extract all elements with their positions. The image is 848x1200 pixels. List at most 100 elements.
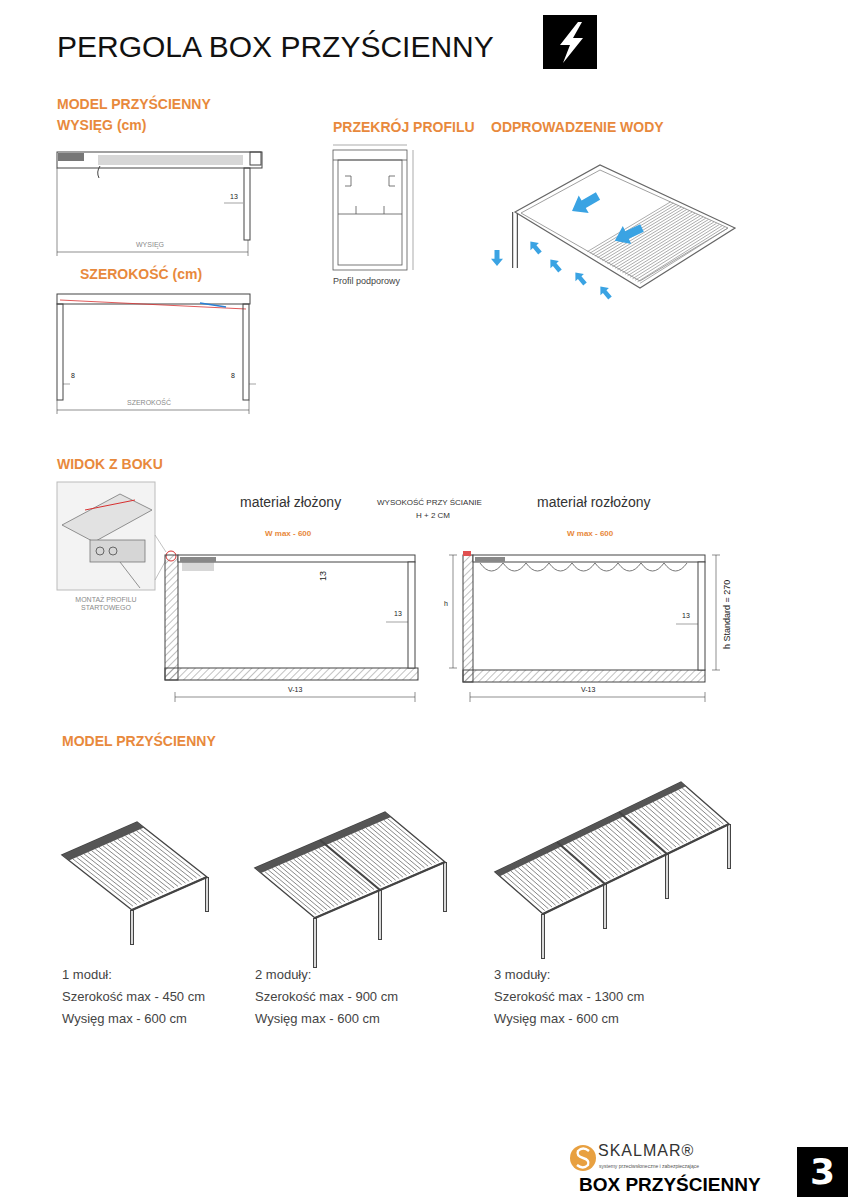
- dimension-label: SZEROKOŚĆ: [126, 399, 172, 407]
- louver: [682, 788, 723, 824]
- louver: [340, 839, 392, 882]
- louver: [88, 852, 148, 899]
- louver: [308, 853, 360, 896]
- louver: [133, 832, 193, 879]
- dimension-label: 13: [393, 610, 403, 618]
- louver: [617, 820, 658, 856]
- spec-text: Wysięg max - 600 cm: [255, 1012, 380, 1027]
- dimension-label: V-13: [287, 686, 303, 694]
- spec-text: Wysięg max - 600 cm: [494, 1012, 619, 1027]
- louver: [565, 844, 606, 880]
- profile-section: [333, 145, 413, 270]
- note-label: WYSOKOŚĆ PRZY ŚCIANIE: [377, 498, 482, 507]
- louver: [635, 226, 722, 280]
- projection-drawing: [57, 152, 262, 256]
- section-heading: PRZEKRÓJ PROFILU: [333, 119, 475, 135]
- module-beam: [320, 840, 380, 890]
- louver: [576, 839, 617, 875]
- louver: [107, 844, 167, 891]
- water-arrow: [546, 256, 564, 275]
- louver: [573, 841, 614, 877]
- dimension-label: 13: [318, 570, 328, 582]
- page-number-box: 3: [797, 1147, 848, 1197]
- post: [666, 855, 668, 898]
- water-arrow: [567, 187, 603, 219]
- lightning-icon: [543, 15, 597, 69]
- louver: [536, 859, 577, 895]
- louver: [333, 842, 385, 885]
- post: [728, 825, 730, 868]
- louver: [635, 811, 676, 847]
- section-heading: MODEL PRZYŚCIENNY: [57, 96, 211, 112]
- dimension-label: h Standard = 270: [722, 579, 732, 650]
- louver: [129, 834, 189, 881]
- louver: [638, 227, 725, 282]
- louver: [598, 829, 639, 865]
- post: [665, 854, 669, 899]
- louver: [668, 795, 709, 831]
- post: [314, 919, 316, 967]
- louver: [633, 225, 720, 279]
- water-arrow: [611, 219, 647, 250]
- spec-text: 3 moduły:: [494, 968, 550, 983]
- louver: [125, 836, 185, 883]
- front-beam: [315, 862, 445, 918]
- post: [444, 863, 446, 911]
- louver: [279, 865, 331, 908]
- louver: [525, 864, 566, 900]
- louver: [362, 829, 414, 872]
- section-heading: SZEROKOŚĆ (cm): [80, 266, 202, 282]
- louver: [366, 828, 418, 871]
- louver: [587, 834, 628, 870]
- louver: [103, 846, 163, 893]
- dimension-label: 8: [230, 372, 236, 380]
- dimension-label: W max - 600: [567, 529, 613, 538]
- drainage-illustration: [491, 165, 735, 302]
- spec-text: Szerokość max - 900 cm: [255, 990, 398, 1005]
- louver: [657, 800, 698, 836]
- louver: [514, 869, 555, 905]
- logo-mark: [570, 1145, 596, 1171]
- post: [313, 918, 317, 968]
- post: [378, 890, 382, 940]
- louver: [679, 790, 720, 826]
- louver: [613, 821, 654, 857]
- water-arrow: [526, 238, 544, 257]
- louver: [355, 833, 407, 876]
- louver: [110, 842, 170, 889]
- front-beam: [543, 824, 729, 914]
- louver: [595, 830, 636, 866]
- louver: [304, 854, 356, 897]
- louver: [627, 814, 668, 850]
- brand-name: SKALMAR®: [598, 1142, 694, 1160]
- louver: [77, 857, 137, 904]
- wall-profile: [495, 782, 686, 876]
- post: [727, 824, 731, 869]
- product-name: BOX PRZYŚCIENNY: [579, 1174, 761, 1196]
- louver: [348, 836, 400, 879]
- louver: [584, 836, 625, 872]
- louver: [671, 793, 712, 829]
- post: [206, 878, 208, 911]
- post: [443, 862, 447, 912]
- section-heading: WYSIĘG (cm): [57, 117, 146, 133]
- louver: [265, 871, 317, 914]
- louver: [99, 847, 159, 894]
- louver: [351, 834, 403, 877]
- module-beam: [619, 812, 667, 854]
- post: [205, 877, 209, 912]
- louver: [640, 228, 727, 283]
- brand-tagline: systemy przeciwsłoneczne i zabezpieczają…: [599, 1164, 699, 1170]
- water-arrow: [596, 283, 614, 302]
- louver: [294, 859, 346, 902]
- view-label: materiał rozłożony: [537, 494, 651, 510]
- louver: [137, 831, 197, 878]
- louver: [620, 218, 706, 271]
- post: [379, 891, 381, 939]
- note-label: H + 2 CM: [416, 511, 450, 520]
- spec-text: 2 moduły:: [255, 968, 311, 983]
- louver: [95, 849, 155, 896]
- louver: [312, 851, 364, 894]
- dimension-label: h: [443, 600, 449, 608]
- louver: [369, 826, 421, 869]
